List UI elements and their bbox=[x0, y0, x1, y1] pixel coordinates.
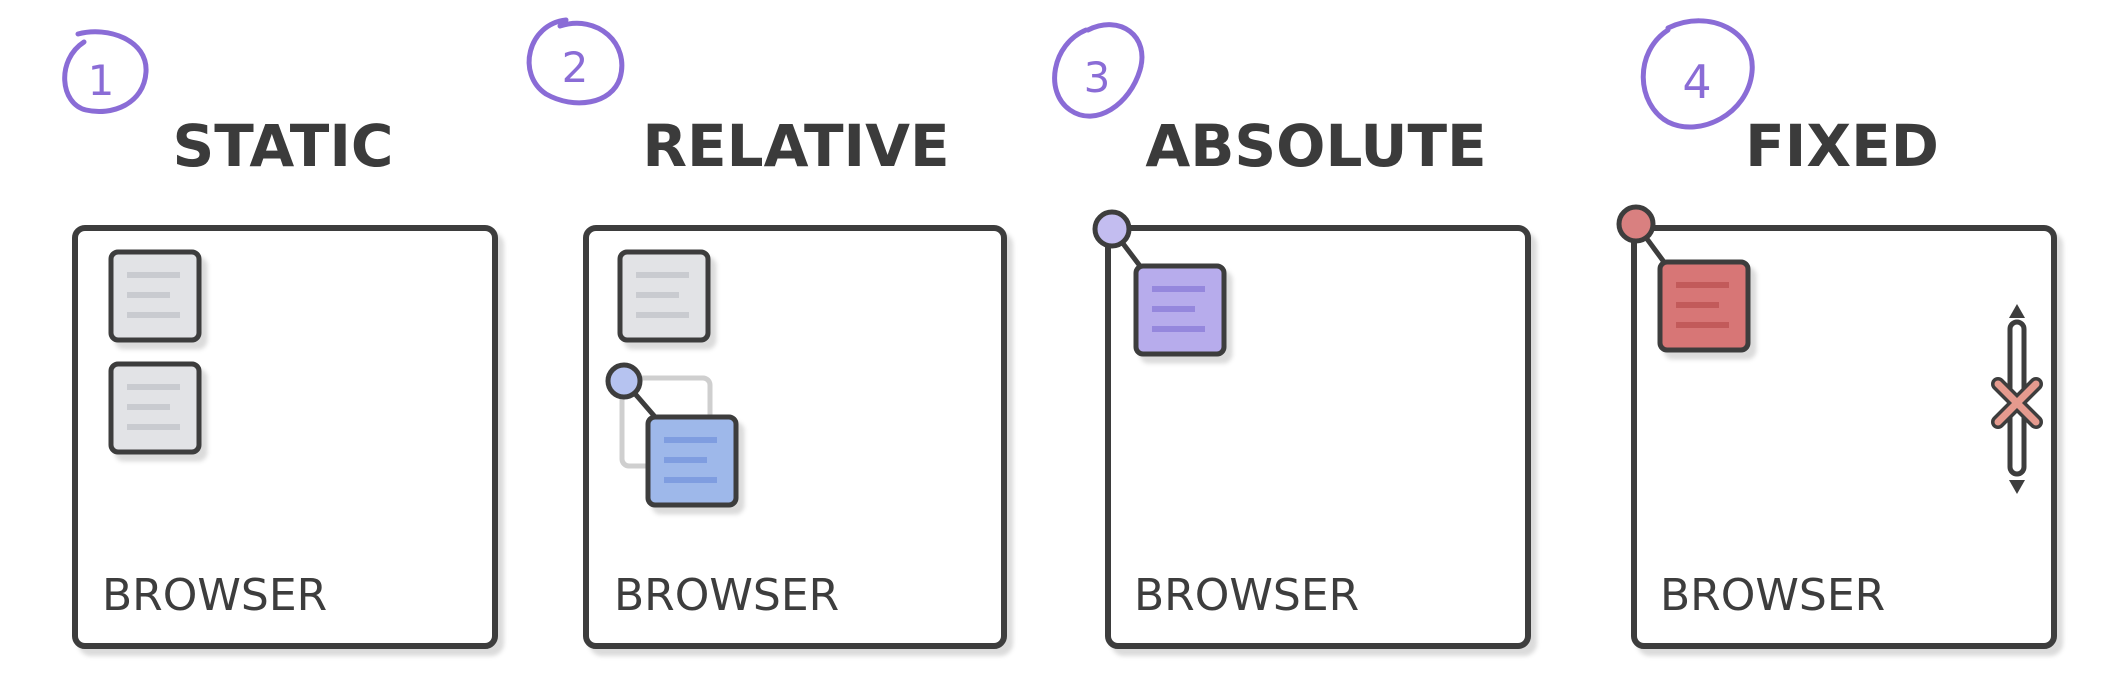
step-number-4-label: 4 bbox=[1682, 55, 1711, 109]
document-block-static-reference bbox=[617, 249, 711, 343]
panel-title-static: STATIC bbox=[173, 112, 394, 180]
scroll-thumb-cross-icon bbox=[1991, 377, 2043, 429]
step-number-4: 4 bbox=[1640, 18, 1755, 130]
document-block-fixed bbox=[1657, 259, 1751, 353]
step-number-3-label: 3 bbox=[1084, 53, 1111, 102]
document-block-relative bbox=[645, 414, 739, 508]
panel-title-fixed: FIXED bbox=[1745, 112, 1939, 180]
browser-caption-fixed: BROWSER bbox=[1660, 570, 1885, 621]
panel-title-relative: RELATIVE bbox=[642, 112, 949, 180]
step-number-2-label: 2 bbox=[562, 43, 589, 92]
step-number-1-label: 1 bbox=[88, 56, 115, 105]
browser-caption-relative: BROWSER bbox=[614, 570, 839, 621]
panel-static: 1 STATIC BROWSER bbox=[62, 29, 498, 649]
panel-title-absolute: ABSOLUTE bbox=[1145, 112, 1486, 180]
browser-caption-static: BROWSER bbox=[102, 570, 327, 621]
panel-absolute: 3 ABSOLUTE BROWSER bbox=[1052, 22, 1531, 649]
panel-relative: 2 RELATIVE BROWSER bbox=[526, 17, 1007, 649]
document-block-absolute bbox=[1133, 263, 1227, 357]
offset-pin-fixed bbox=[1616, 204, 1667, 265]
step-number-2: 2 bbox=[526, 17, 625, 106]
document-block-2 bbox=[108, 361, 202, 455]
document-block-1 bbox=[108, 249, 202, 343]
offset-pin-relative bbox=[605, 362, 659, 421]
panel-fixed: 4 FIXED BROWSER bbox=[1616, 18, 2057, 649]
step-number-3: 3 bbox=[1052, 22, 1145, 119]
offset-pin-absolute bbox=[1092, 209, 1143, 269]
step-number-1: 1 bbox=[62, 29, 149, 114]
browser-caption-absolute: BROWSER bbox=[1134, 570, 1359, 621]
